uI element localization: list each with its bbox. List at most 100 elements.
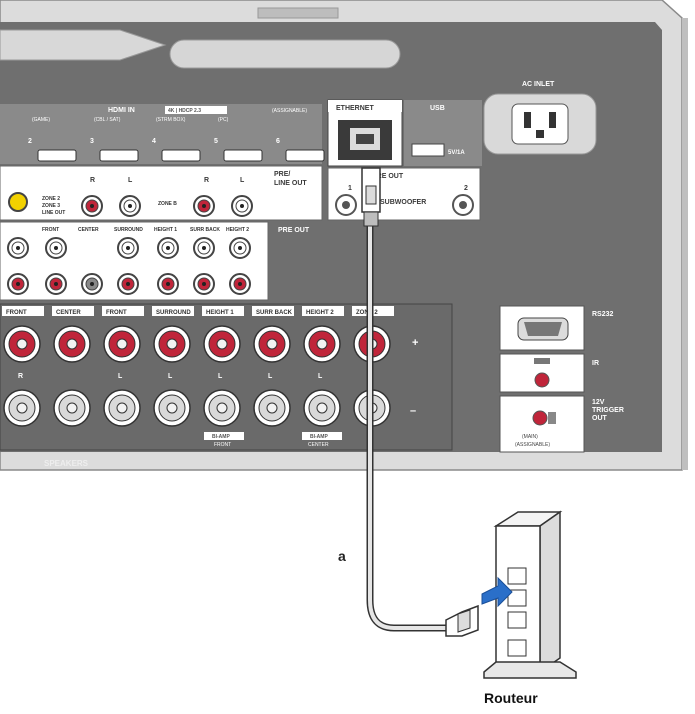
pre-out-2-label: 2 (464, 185, 468, 192)
speaker-terminal-plus (103, 325, 141, 363)
trigger-sub-2: (ASSIGNABLE) (515, 442, 550, 448)
hdmi-input-label: (STRM BOX) (156, 117, 186, 123)
rs232-label: RS232 (592, 311, 614, 318)
speaker-channel-label: SURR BACK (256, 310, 293, 316)
bi-amp-label-2: BI-AMP (310, 434, 328, 440)
zoneb-r-jack (193, 195, 215, 217)
hdmi-input-number: 5 (214, 138, 218, 145)
ethernet-cable: a (338, 167, 479, 637)
zoneb-r-label: R (204, 177, 209, 184)
usb-port (411, 143, 445, 157)
pre-out-jack (193, 237, 215, 259)
zone2-label: ZONE 2 (42, 196, 60, 202)
speaker-channel-label: CENTER (56, 310, 81, 316)
hdmi-port (99, 149, 139, 162)
ac-inlet-section: AC INLET (483, 81, 597, 155)
ir-label: IR (592, 360, 599, 367)
pre-out-jack (193, 273, 215, 295)
speaker-terminal-plus (203, 325, 241, 363)
zone-r-label: R (90, 177, 95, 184)
router-port-2 (507, 589, 527, 607)
pre-out-row: FRONT CENTER SURROUND HEIGHT 1 SURR BACK HEIG… (0, 221, 310, 301)
pre-out-label: PRE OUT (372, 173, 404, 180)
router-port-4 (507, 639, 527, 657)
pre-out-jack (7, 273, 29, 295)
hdmi-input-number: 6 (276, 138, 280, 145)
pre-out-channel-label: SURROUND (114, 227, 143, 233)
pre-out-jack (229, 237, 251, 259)
speaker-terminal-plus (253, 325, 291, 363)
zone-l-label: L (128, 177, 133, 184)
hdmi-port (285, 149, 325, 162)
speaker-l-label-1: L (118, 373, 123, 380)
pre-out-channel-label: FRONT (42, 227, 59, 233)
callout-a: a (338, 548, 346, 564)
speaker-terminal-plus (53, 325, 91, 363)
hdmi-input-number: 2 (28, 138, 32, 145)
control-section: RS232 IR 12V TRIGGER OUT (MAIN) (ASSIGNA… (499, 305, 624, 453)
pre-out-channel-label: SURR BACK (190, 227, 220, 233)
speaker-terminal-minus (253, 389, 291, 427)
router-label: Routeur (484, 690, 538, 706)
speaker-l-label-3: L (218, 373, 223, 380)
pre-out-r-label: R (262, 282, 267, 289)
speaker-terminal-plus (3, 325, 41, 363)
hdmi-input-label: (GAME) (32, 117, 50, 123)
speaker-l-label-4: L (268, 373, 273, 380)
hdmi-port (223, 149, 263, 162)
bi-amp-front-label: FRONT (214, 442, 231, 448)
speaker-terminal-minus (203, 389, 241, 427)
pre-out-jack (157, 237, 179, 259)
usb-label: USB (430, 105, 445, 112)
hdmi-port (161, 149, 201, 162)
usb-rating: 5V/1A (448, 150, 465, 156)
zone3-label: ZONE 3 (42, 203, 60, 209)
router-port-3 (507, 611, 527, 629)
speaker-terminal-minus (53, 389, 91, 427)
trigger-sub-1: (MAIN) (522, 434, 538, 440)
hdmi-input-label: (CBL / SAT) (94, 117, 121, 123)
pre-out-channel-label: HEIGHT 2 (226, 227, 249, 233)
zoneb-l-jack (231, 195, 253, 217)
subwoofer-label: SUBWOOFER (380, 199, 426, 206)
speaker-terminal-minus (153, 389, 191, 427)
pre-line-out-label-1: PRE/ (274, 171, 290, 178)
pre-out-jack (45, 237, 67, 259)
zone-r-jack (81, 195, 103, 217)
speaker-channel-label: HEIGHT 1 (206, 310, 234, 316)
zoneb-l-label: L (240, 177, 245, 184)
hdmi-input-number: 3 (90, 138, 94, 145)
pre-out-channel-label: CENTER (78, 227, 99, 233)
speaker-l-label-5: L (318, 373, 323, 380)
pre-line-out-label-2: LINE OUT (274, 180, 307, 187)
pre-out-jack (229, 273, 251, 295)
pre-out-jack (81, 273, 103, 295)
trigger-label-3: OUT (592, 415, 608, 422)
speaker-terminal-minus (103, 389, 141, 427)
router: Routeur (481, 510, 577, 706)
speaker-l-label-2: L (168, 373, 173, 380)
bi-amp-label-1: BI-AMP (212, 434, 230, 440)
connection-arrow-icon (481, 576, 513, 608)
pre-out-l-label: L (262, 245, 267, 252)
pre-out-jack (117, 273, 139, 295)
network-usb-section: ETHERNET USB 5V/1A (327, 99, 482, 167)
pre-out-jack (117, 237, 139, 259)
speaker-channel-label: FRONT (6, 310, 27, 316)
pre-out-right-label: PRE OUT (278, 227, 310, 234)
pre-out-jack (7, 237, 29, 259)
pre-out-channel-label: HEIGHT 1 (154, 227, 177, 233)
speaker-channel-label: FRONT (106, 310, 127, 316)
hdmi-in-label: HDMI IN (108, 107, 135, 114)
zone-pre-out-section: ZONE 2 ZONE 3 LINE OUT R L ZONE B R L PR… (0, 165, 481, 221)
speaker-terminal-minus (303, 389, 341, 427)
hdmi-assignable-label: (ASSIGNABLE) (272, 108, 307, 114)
plus-sign: + (412, 337, 418, 349)
speaker-terminal-plus (303, 325, 341, 363)
zone-l-jack (119, 195, 141, 217)
line-out-label: LINE OUT (42, 210, 65, 216)
speaker-r-label: R (18, 373, 23, 380)
rs232-port (524, 322, 562, 336)
hdmi-input-label: (PC) (218, 117, 229, 123)
